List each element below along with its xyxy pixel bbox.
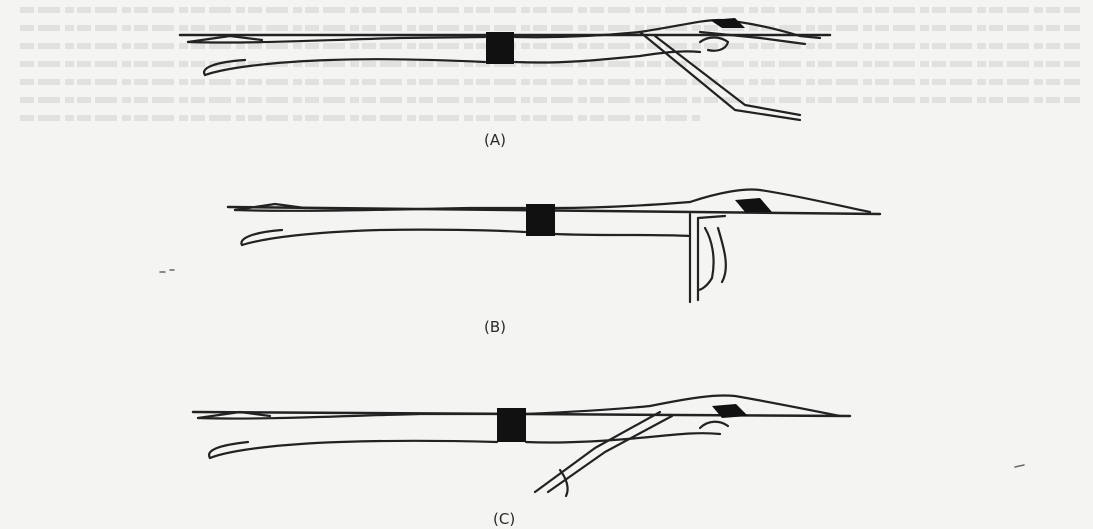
panel-a-label: (A) — [484, 131, 506, 149]
scan-specks — [160, 270, 1024, 467]
swim-trunks — [486, 32, 514, 64]
panel-b-illustration — [228, 190, 880, 303]
swim-trunks — [526, 204, 555, 236]
panel-a-illustration — [180, 18, 830, 120]
panel-b-label: (B) — [484, 318, 506, 336]
panel-c-illustration — [193, 395, 850, 496]
panel-c-label: (C) — [493, 510, 515, 528]
swim-trunks — [497, 408, 526, 442]
